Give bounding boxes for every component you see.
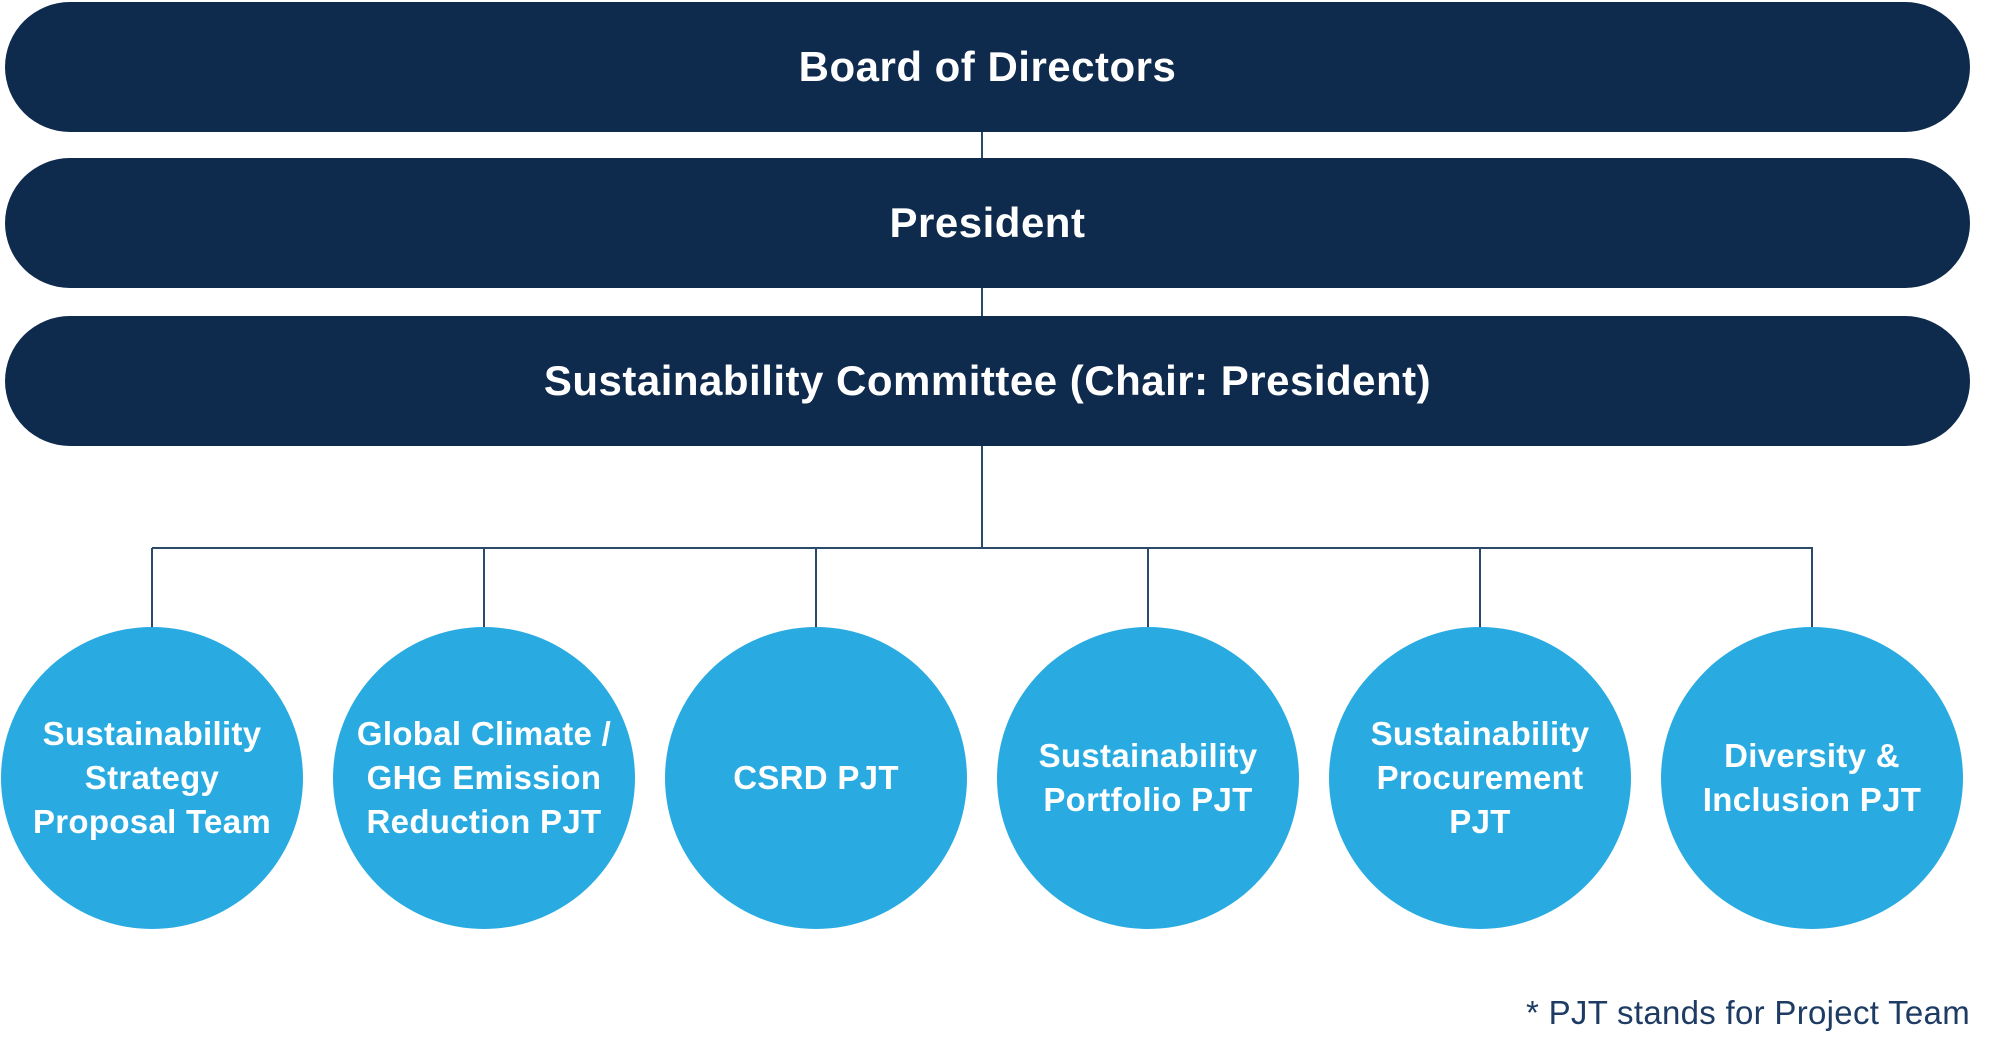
- node-board-of-directors: Board of Directors: [5, 2, 1970, 132]
- pjt-footnote: * PJT stands for Project Team: [1526, 994, 1970, 1031]
- connector-drop-portfolio-pjt: [1147, 548, 1149, 627]
- connector-drop-csrd-pjt: [815, 548, 817, 627]
- connector-board-to-president: [981, 132, 983, 158]
- team-sustainability-procurement-pjt-label: Sustainability Procurement PJT: [1370, 715, 1590, 840]
- team-global-climate-ghg-reduction: Global Climate / GHG Emission Reduction …: [333, 627, 635, 929]
- team-global-climate-ghg-reduction-label: Global Climate / GHG Emission Reduction …: [356, 715, 612, 840]
- team-sustainability-portfolio-pjt-label: Sustainability Portfolio PJT: [1038, 737, 1258, 818]
- connector-horizontal-rail: [152, 547, 1813, 549]
- team-sustainability-procurement-pjt: Sustainability Procurement PJT: [1329, 627, 1631, 929]
- node-president: President: [5, 158, 1970, 288]
- team-diversity-inclusion-pjt: Diversity & Inclusion PJT: [1661, 627, 1963, 929]
- team-csrd-pjt-label: CSRD PJT: [733, 759, 899, 796]
- team-sustainability-strategy-proposal: Sustainability Strategy Proposal Team: [1, 627, 303, 929]
- connector-president-to-committee: [981, 288, 983, 316]
- connector-drop-procurement-pjt: [1479, 548, 1481, 627]
- node-board-of-directors-label: Board of Directors: [798, 43, 1177, 90]
- team-csrd-pjt: CSRD PJT: [665, 627, 967, 929]
- connector-drop-ghg-pjt: [483, 548, 485, 627]
- connector-committee-stem: [981, 446, 983, 548]
- connector-drop-diversity-pjt: [1811, 548, 1813, 627]
- team-sustainability-portfolio-pjt: Sustainability Portfolio PJT: [997, 627, 1299, 929]
- team-diversity-inclusion-pjt-label: Diversity & Inclusion PJT: [1702, 737, 1922, 818]
- node-sustainability-committee: Sustainability Committee (Chair: Preside…: [5, 316, 1970, 446]
- team-sustainability-strategy-proposal-label: Sustainability Strategy Proposal Team: [32, 715, 272, 840]
- connector-drop-strategy-team: [151, 548, 153, 627]
- node-sustainability-committee-label: Sustainability Committee (Chair: Preside…: [543, 357, 1432, 404]
- node-president-label: President: [889, 199, 1086, 246]
